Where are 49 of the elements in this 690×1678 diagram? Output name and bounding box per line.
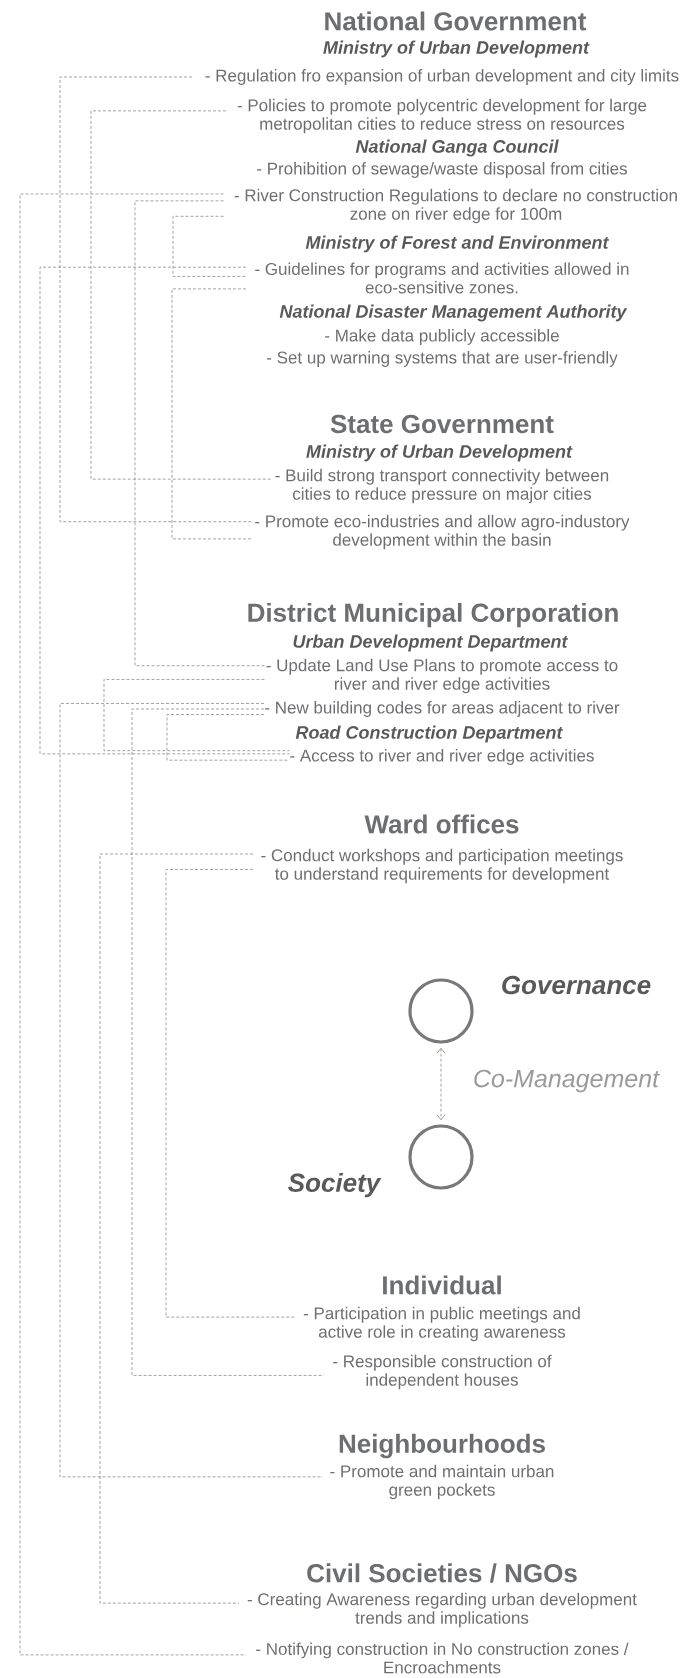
subheading: Ministry of Urban Development bbox=[306, 444, 573, 462]
bullet-text: - Creating Awareness regarding urban development trends and implications bbox=[247, 1592, 637, 1628]
subheading: Ministry of Urban Development bbox=[323, 40, 590, 58]
circle-label: Governance bbox=[502, 975, 651, 995]
bullet-text: - Set up warning systems that are user-friendly bbox=[267, 351, 618, 367]
connector-line bbox=[90, 110, 273, 480]
connector-line bbox=[165, 869, 297, 1318]
section-heading: National Government bbox=[325, 11, 587, 31]
connector-line bbox=[134, 200, 265, 667]
circle-label: Society bbox=[288, 1172, 382, 1198]
bullet-text: - Prohibition of sewage/waste disposal from cities bbox=[257, 162, 627, 178]
subheading: National Ganga Council bbox=[355, 139, 559, 157]
connector-line bbox=[19, 193, 247, 1656]
connector-line bbox=[99, 853, 254, 1604]
section-heading: Ward offices bbox=[364, 814, 519, 834]
bullet-text: - Make data publicly accessible bbox=[325, 329, 559, 345]
bullet-text: - Update Land Use Plans to promote access to river and river edge activities bbox=[266, 658, 618, 694]
subheading: National Disaster Management Authority bbox=[279, 304, 628, 322]
connector-line bbox=[103, 679, 290, 752]
connector-line bbox=[39, 266, 290, 755]
bullet-text: - Policies to promote polycentric development for large metropolitan cities to reduce stress on resources bbox=[237, 98, 647, 134]
section-heading: Individual bbox=[383, 1275, 501, 1295]
connector-line bbox=[131, 708, 325, 1376]
connector-line bbox=[436, 1047, 446, 1121]
bullet-text: - Regulation fro expansion of urban development and city limits bbox=[205, 69, 679, 85]
section-heading: Neighbourhoods bbox=[339, 1433, 545, 1459]
connector-line bbox=[59, 703, 324, 1478]
subheading: Urban Development Department bbox=[293, 634, 569, 652]
bullet-text: - Conduct workshops and participation meetings to understand requirements for development bbox=[261, 848, 623, 884]
connector-line bbox=[166, 714, 290, 761]
bullet-text: - Participation in public meetings and active role in creating awareness bbox=[303, 1306, 580, 1342]
section-heading: Civil Societies / NGOs bbox=[307, 1563, 577, 1583]
connector-line bbox=[172, 215, 247, 277]
subheading: Ministry of Forest and Environment bbox=[305, 235, 610, 253]
bullet-text: - New building codes for areas adjacent to river bbox=[265, 701, 620, 717]
bullet-text: - Notifying construction in No construction zones / Encroachments bbox=[256, 1642, 629, 1674]
connector-line bbox=[59, 76, 253, 523]
bullet-text: - Access to river and river edge activities bbox=[290, 749, 594, 765]
subheading: Road Construction Department bbox=[295, 725, 564, 743]
bullet-text: - Promote eco-industries and allow agro-industory development within the basin bbox=[255, 514, 630, 550]
section-heading: State Government bbox=[330, 414, 554, 434]
edge-label: Co-Management bbox=[471, 1068, 661, 1094]
bullet-text: - Responsible construction of independent houses bbox=[333, 1354, 552, 1390]
bullet-text: - Build strong transport connectivity between cities to reduce pressure on major cities bbox=[275, 468, 609, 504]
bullet-text: - River Construction Regulations to declare no construction zone on river edge for 100m bbox=[234, 188, 677, 224]
section-heading: District Municipal Corporation bbox=[248, 602, 618, 628]
bullet-text: - Promote and maintain urban green pockets bbox=[330, 1464, 554, 1500]
bullet-text: - Guidelines for programs and activities allowed in eco-sensitive zones. bbox=[255, 262, 629, 294]
connector-line bbox=[171, 288, 253, 540]
